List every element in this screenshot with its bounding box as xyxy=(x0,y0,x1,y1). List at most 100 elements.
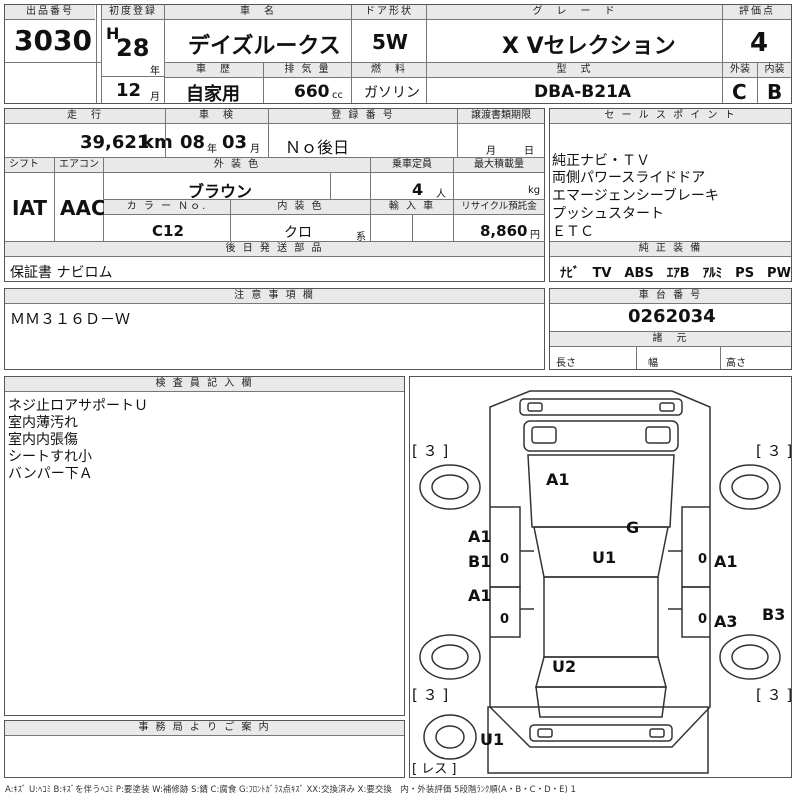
inspection-label: 車 検 xyxy=(166,109,268,124)
regno-label: 登 録 番 号 xyxy=(269,109,457,124)
width-label: 幅 xyxy=(648,358,658,369)
damage-mark: 0 xyxy=(698,552,708,567)
score: 4 xyxy=(750,28,769,58)
sales-line: 両側パワースライドドア xyxy=(552,170,706,186)
interior-grade: B xyxy=(767,80,783,104)
office-label: 事 務 局 よ り ご 案 内 xyxy=(5,721,404,736)
inspector-line: シートすれ小 xyxy=(8,449,92,465)
sales-point-label: セ ー ル ス ポ イ ン ト xyxy=(550,109,791,124)
damage-mark: A1 xyxy=(468,586,492,605)
spec-label: 諸 元 xyxy=(550,332,791,347)
intcolor-label: 内 装 色 xyxy=(231,200,370,215)
month-unit: 月 xyxy=(150,92,160,103)
interior-label: 内装 xyxy=(758,63,791,78)
damage-mark: A1 xyxy=(468,527,492,546)
damage-mark: U1 xyxy=(592,548,617,567)
chassis-number: 0262034 xyxy=(628,306,716,327)
tire-rear-left: [ ３ ] xyxy=(412,686,449,704)
displacement: 660 xyxy=(294,82,330,102)
body-color: ブラウン xyxy=(188,182,253,201)
era: H xyxy=(106,24,120,43)
model-label: 型 式 xyxy=(427,63,722,78)
inspector-line: 室内内張傷 xyxy=(8,432,78,448)
notes-label: 注 意 事 項 欄 xyxy=(5,289,544,304)
inspection-month-unit: 月 xyxy=(250,144,260,155)
door-label: ドア形状 xyxy=(352,5,426,20)
load-label: 最大積載量 xyxy=(454,158,544,173)
transfer-month: 月 xyxy=(486,146,496,157)
chassis-label: 車 台 番 号 xyxy=(550,289,791,304)
colorno-label: カ ラ ー Ｎｏ. xyxy=(104,200,230,215)
reg-number: Ｎｏ後日 xyxy=(285,138,350,157)
vehicle-detail-table xyxy=(4,108,545,282)
equipment-list: ﾅﾋﾞ TV ABS ｴｱB ｱﾙﾐ PS PW xyxy=(560,266,791,281)
damage-mark: A1 xyxy=(714,552,738,571)
color-number: C12 xyxy=(152,222,184,240)
first-reg-year: 28 xyxy=(116,34,150,62)
exterior-grade: C xyxy=(732,80,747,104)
mileage-label: 走 行 xyxy=(5,109,165,124)
import-label: 輸 入 車 xyxy=(371,200,453,215)
history-label: 車 歴 xyxy=(165,63,263,78)
door-type: 5W xyxy=(372,30,408,54)
score-label: 評価点 xyxy=(723,5,791,20)
history: 自家用 xyxy=(186,84,240,105)
shift: IAT xyxy=(12,196,48,220)
later-parts: 保証書 ナビロム xyxy=(10,265,113,281)
damage-mark: 0 xyxy=(500,552,510,567)
mileage-unit: km xyxy=(142,132,173,153)
displacement-label: 排 気 量 xyxy=(264,63,351,78)
ac-label: エアコン xyxy=(55,158,103,173)
grade-label: グ レ ー ド xyxy=(427,5,722,20)
later-parts-label: 後 日 発 送 部 品 xyxy=(5,242,544,257)
damage-mark: 0 xyxy=(698,612,708,627)
damage-mark: A3 xyxy=(714,612,738,631)
inspector-line: ネジ止ロアサポートＵ xyxy=(8,398,148,414)
chassis-panel xyxy=(549,288,792,370)
first-reg-label: 初度登録 xyxy=(102,5,164,20)
interior-color-unit: 系 xyxy=(356,232,366,243)
interior-color: クロ xyxy=(284,225,312,241)
inspector-line: 室内薄汚れ xyxy=(8,415,78,431)
car-name-label: 車 名 xyxy=(165,5,351,20)
spare-tire: [ レス ] xyxy=(412,762,457,777)
fuel: ガソリン xyxy=(364,85,420,101)
lot-label: 出品番号 xyxy=(5,5,95,20)
tire-front-left: [ ３ ] xyxy=(412,442,449,460)
first-reg-month: 12 xyxy=(116,80,142,101)
year-unit: 年 xyxy=(150,66,160,77)
inspector-line: バンパー下Ａ xyxy=(8,466,93,482)
sales-line: 純正ナビ・ＴＶ xyxy=(552,153,650,169)
grade: X Vセレクション xyxy=(502,34,676,59)
transfer-doc-label: 譲渡書類期限 xyxy=(458,109,544,124)
damage-mark: G xyxy=(626,518,640,537)
recycle-fee: 8,860 xyxy=(480,222,528,240)
notes-text: ＭＭ３１６Ｄ－Ｗ xyxy=(10,310,131,328)
recycle-unit: 円 xyxy=(530,230,540,241)
damage-diagram-panel xyxy=(409,376,792,778)
inspection-month: 03 xyxy=(222,132,248,153)
notes-panel xyxy=(4,288,545,370)
exterior-label: 外装 xyxy=(723,63,757,78)
height-label: 高さ xyxy=(726,358,746,369)
damage-mark: U2 xyxy=(552,657,577,676)
sales-point-panel xyxy=(549,108,792,282)
ac: AAC xyxy=(60,196,106,220)
recycle-label: リサイクル預託金 xyxy=(454,200,544,215)
lot-number: 3030 xyxy=(14,24,92,57)
damage-mark: A1 xyxy=(546,470,570,489)
color-label: 外 装 色 xyxy=(104,158,370,173)
inspection-year-unit: 年 xyxy=(207,144,217,155)
damage-mark: B3 xyxy=(762,605,786,624)
tire-rear-right: [ ３ ] xyxy=(756,686,793,704)
capacity: 4 xyxy=(412,180,424,199)
inspector-label: 検 査 員 記 入 欄 xyxy=(5,377,404,392)
shift-label: シフト xyxy=(5,158,54,173)
header-info-table xyxy=(4,4,792,104)
model-code: DBA-B21A xyxy=(534,82,632,102)
mileage: 39,621 xyxy=(80,132,150,153)
displacement-unit: cc xyxy=(332,90,343,101)
sales-line: プッシュスタート xyxy=(552,206,664,222)
capacity-label: 乗車定員 xyxy=(371,158,453,173)
length-label: 長さ xyxy=(556,358,576,369)
